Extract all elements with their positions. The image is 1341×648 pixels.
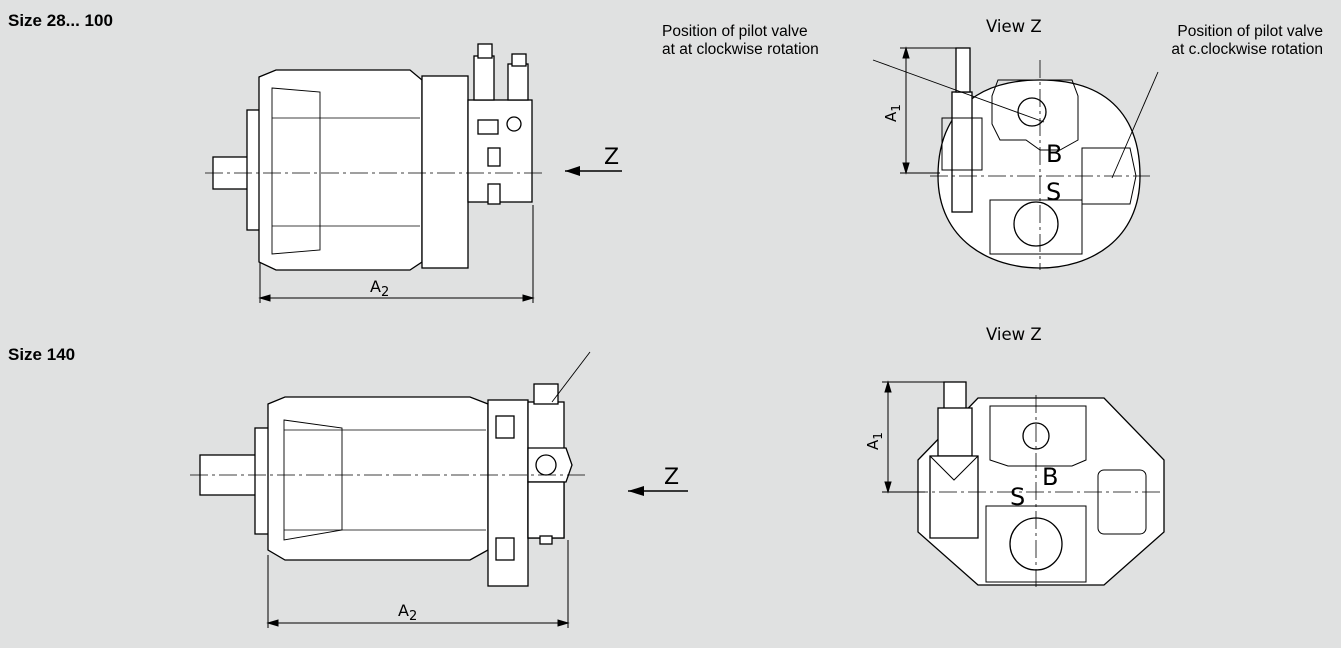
port-plate-screw bbox=[495, 415, 515, 439]
pilot-valve-body bbox=[929, 455, 979, 539]
valve-block-port bbox=[477, 119, 499, 135]
pump-side-view-size-28-100 bbox=[205, 43, 545, 271]
pilot-valve-stem bbox=[473, 55, 495, 101]
port-label-s-2: S bbox=[1010, 483, 1025, 511]
side-boss bbox=[1097, 469, 1147, 535]
pilot-valve-stem bbox=[955, 47, 971, 93]
pump-end-view-size-140 bbox=[910, 381, 1165, 590]
dimension-a2-label: A2 bbox=[398, 601, 417, 624]
housing-outline bbox=[917, 397, 1165, 586]
pilot-valve-body bbox=[951, 91, 973, 213]
dimension-a1-label: A1 bbox=[882, 104, 903, 122]
dimension-a2-label: A2 bbox=[370, 277, 389, 300]
pilot-valve-mount bbox=[941, 117, 983, 171]
callout-counterclockwise-pilot-valve: Position of pilot valve at c.clockwise r… bbox=[1139, 23, 1323, 59]
port-label-b-1: B bbox=[1046, 140, 1062, 168]
valve-lower bbox=[527, 481, 565, 539]
port-s-flange bbox=[989, 199, 1083, 255]
pilot-valve-cap bbox=[943, 381, 967, 411]
dimension-a2-size-28-100: A2 bbox=[258, 205, 535, 303]
dimension-a1-size-28-100: A1 bbox=[882, 46, 960, 175]
housing-bevel bbox=[271, 87, 321, 255]
view-z-arrow-1: Z bbox=[565, 145, 622, 176]
callout-clockwise-pilot-valve: Position of pilot valve at at clockwise … bbox=[662, 23, 819, 59]
port-plate-screw bbox=[495, 537, 515, 561]
section-title-size-28-100: Size 28... 100 bbox=[8, 11, 113, 30]
dimension-a1-size-140: A1 bbox=[864, 380, 945, 494]
end-view-title-1: View Z bbox=[986, 17, 1042, 36]
valve-screw bbox=[487, 183, 501, 205]
pilot-valve-stem-2 bbox=[507, 63, 529, 101]
section-title-size-140: Size 140 bbox=[8, 345, 76, 364]
pump-end-view-size-28-100 bbox=[872, 47, 1159, 270]
valve-screw bbox=[487, 147, 501, 167]
pump-side-view-size-140 bbox=[190, 351, 591, 587]
port-plate bbox=[421, 75, 469, 269]
side-boss bbox=[1081, 147, 1137, 205]
flange-housing bbox=[258, 69, 423, 271]
pilot-valve-cap-2 bbox=[511, 53, 527, 67]
valve-port-circle bbox=[535, 454, 557, 476]
dimension-a2-size-140: A2 bbox=[266, 540, 570, 628]
pilot-valve-cap bbox=[533, 383, 559, 405]
callout-clockwise-line1: Position of pilot valve bbox=[662, 23, 808, 40]
port-s-flange bbox=[985, 505, 1087, 583]
port-label-b-2: B bbox=[1042, 463, 1058, 491]
port-b-flange bbox=[989, 405, 1087, 467]
end-view-title-2: View Z bbox=[986, 325, 1042, 344]
port-b-bore bbox=[1017, 97, 1047, 127]
view-z-arrow-2: Z bbox=[628, 465, 688, 496]
view-z-arrow-label: Z bbox=[664, 465, 679, 490]
port-s-bore bbox=[1013, 201, 1059, 247]
pilot-valve-chevron bbox=[929, 455, 979, 481]
callout-leader bbox=[551, 351, 591, 403]
pilot-valve-cap bbox=[477, 43, 493, 59]
pilot-valve-stem bbox=[937, 407, 973, 457]
dimension-a1-label: A1 bbox=[864, 432, 885, 450]
callout-clockwise-line2: at at clockwise rotation bbox=[662, 41, 819, 58]
valve-plug bbox=[539, 535, 553, 545]
callout-counterclockwise-line1: Position of pilot valve bbox=[1177, 23, 1323, 40]
callout-leader-clockwise bbox=[872, 59, 1045, 123]
flange-housing bbox=[267, 396, 489, 561]
callout-counterclockwise-line2: at c.clockwise rotation bbox=[1171, 41, 1323, 58]
valve-port-circle bbox=[506, 116, 522, 132]
callout-leader-counterclockwise bbox=[1111, 71, 1159, 179]
port-label-s-1: S bbox=[1046, 178, 1061, 206]
view-z-arrow-label: Z bbox=[604, 145, 619, 170]
